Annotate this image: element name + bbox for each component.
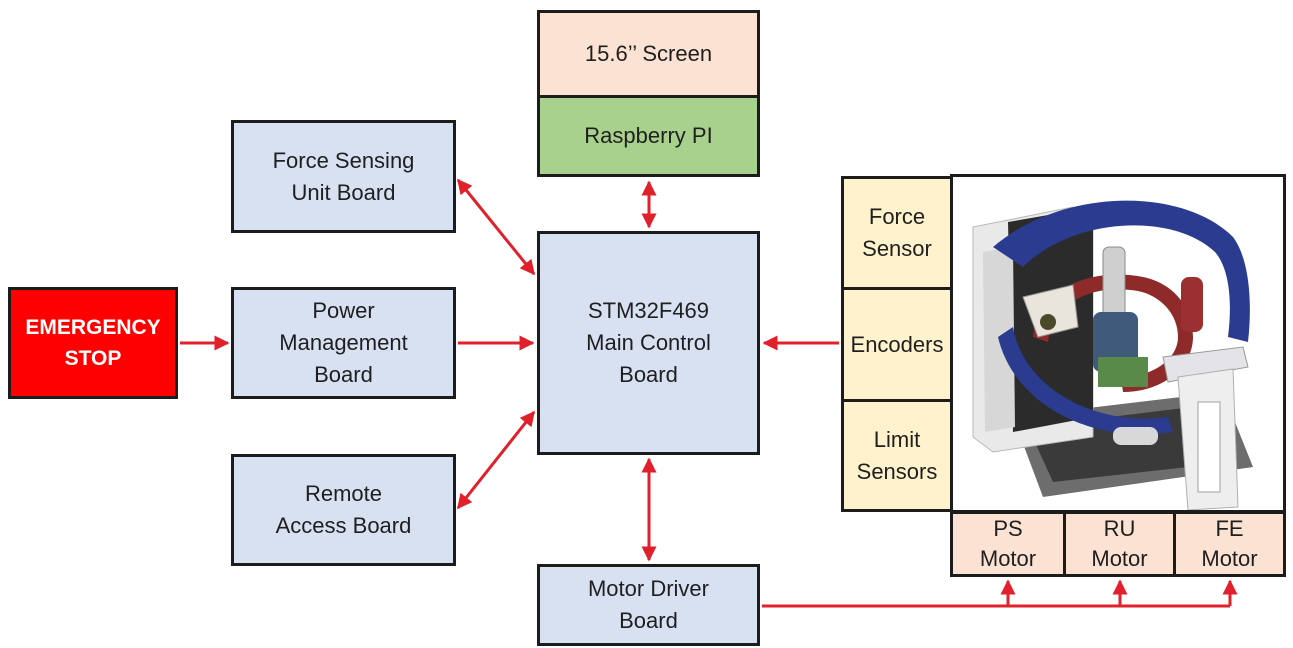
arrow-force-sensing-main xyxy=(456,178,536,276)
emergency-stop-block: EMERGENCY STOP xyxy=(8,287,178,399)
robot-pcb xyxy=(1098,357,1148,387)
limit-sensors-label: Limit Sensors xyxy=(856,426,938,484)
screen-label: 15.6’’ Screen xyxy=(584,41,713,67)
raspberry-pi-block: Raspberry PI xyxy=(537,95,760,177)
force-sensor-label: Force Sensor xyxy=(862,204,932,261)
robot-roller xyxy=(1113,427,1158,445)
raspberry-pi-label: Raspberry PI xyxy=(584,123,713,149)
motor-driver-board: Motor Driver Board xyxy=(537,564,760,646)
robot-blue-arc-lower xyxy=(998,327,1173,435)
screen-block: 15.6’’ Screen xyxy=(537,10,760,98)
emergency-stop-label: EMERGENCY STOP xyxy=(25,315,161,371)
power-management-label: Power Management Board xyxy=(279,298,408,387)
power-management-board: Power Management Board xyxy=(231,287,456,399)
ru-motor-label: RU Motor xyxy=(1091,516,1148,571)
ps-motor-block: PS Motor xyxy=(950,511,1066,577)
encoders-block: Encoders xyxy=(841,287,953,402)
wrist-robot-illustration-icon xyxy=(972,200,1253,510)
force-sensing-unit-board: Force Sensing Unit Board xyxy=(231,120,456,233)
robot-front-cap xyxy=(1162,346,1249,383)
remote-access-label: Remote Access Board xyxy=(275,481,412,538)
limit-sensors-block: Limit Sensors xyxy=(841,399,953,512)
robot-blue-arc-upper xyxy=(993,200,1250,342)
ru-motor-block: RU Motor xyxy=(1063,511,1176,577)
fe-motor-block: FE Motor xyxy=(1173,511,1286,577)
force-sensor-block: Force Sensor xyxy=(841,176,953,290)
ps-motor-label: PS Motor xyxy=(979,516,1037,571)
remote-access-board: Remote Access Board xyxy=(231,454,456,566)
robot-stand-window xyxy=(1197,401,1221,493)
arrow-remote-main xyxy=(456,410,536,510)
encoders-label: Encoders xyxy=(850,331,944,357)
robot-red-motor xyxy=(1181,277,1203,332)
fe-motor-label: FE Motor xyxy=(1201,516,1258,571)
robot-grip-knob xyxy=(1040,314,1056,330)
motor-driver-label: Motor Driver Board xyxy=(587,576,709,633)
force-sensing-label: Force Sensing Unit Board xyxy=(272,147,415,205)
main-control-label: STM32F469 Main Control Board xyxy=(586,298,711,387)
robot-left-grip xyxy=(1022,284,1079,338)
main-control-board: STM32F469 Main Control Board xyxy=(537,231,760,455)
robot-image-frame xyxy=(950,174,1286,513)
